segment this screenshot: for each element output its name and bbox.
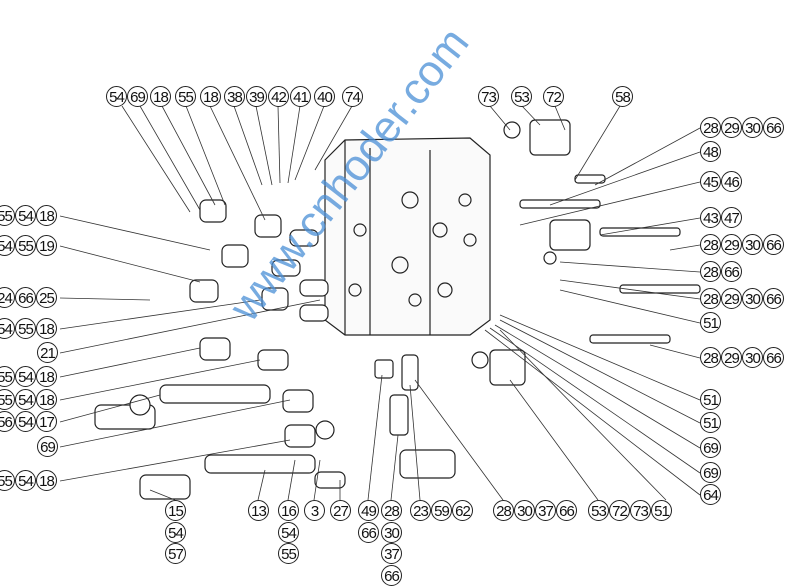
part-callout-41: 41 <box>290 86 311 107</box>
part-callout-23: 23 <box>410 500 431 521</box>
part-callout-25: 25 <box>36 287 57 308</box>
part-callout-27: 27 <box>330 500 351 521</box>
part-callout-62: 62 <box>452 500 473 521</box>
part-callout-72: 72 <box>543 86 564 107</box>
part-callout-30: 30 <box>381 521 402 543</box>
part-callout-54: 54 <box>15 205 36 226</box>
part-callout-43: 43 <box>700 207 721 228</box>
part-callout-37: 37 <box>381 543 402 564</box>
part-callout-29: 29 <box>721 234 742 255</box>
part-callout-28: 28 <box>700 288 721 309</box>
part-callout-54: 54 <box>0 318 15 339</box>
part-callout-54: 54 <box>15 366 36 387</box>
part-callout-54: 54 <box>15 389 36 410</box>
part-callout-69: 69 <box>37 436 58 457</box>
part-callout-16: 16 <box>278 500 299 521</box>
part-callout-18: 18 <box>200 86 221 107</box>
part-callout-55: 55 <box>0 470 15 491</box>
part-callout-55: 55 <box>175 86 196 107</box>
part-callout-49: 49 <box>358 500 379 521</box>
part-callout-30: 30 <box>742 288 763 309</box>
part-callout-29: 29 <box>721 347 742 368</box>
part-callout-28: 28 <box>493 500 514 521</box>
part-callout-66: 66 <box>556 500 577 521</box>
part-callout-66: 66 <box>763 117 784 138</box>
part-callout-29: 29 <box>721 117 742 138</box>
part-callout-37: 37 <box>535 500 556 521</box>
part-callout-38: 38 <box>224 86 245 107</box>
part-callout-17: 17 <box>36 411 57 432</box>
part-callout-18: 18 <box>36 205 57 226</box>
part-callout-55: 55 <box>0 389 15 410</box>
part-callout-53: 53 <box>588 500 609 521</box>
part-callout-21: 21 <box>37 342 58 363</box>
part-callout-15: 15 <box>165 500 186 521</box>
part-callout-51: 51 <box>651 500 672 521</box>
part-callout-30: 30 <box>742 117 763 138</box>
part-callout-66: 66 <box>15 287 36 308</box>
part-callout-47: 47 <box>721 207 742 228</box>
part-callout-28: 28 <box>381 500 402 521</box>
part-callout-29: 29 <box>721 288 742 309</box>
part-callout-30: 30 <box>742 347 763 368</box>
part-callout-55: 55 <box>278 543 299 564</box>
part-callout-28: 28 <box>700 117 721 138</box>
valve-components <box>94 119 701 500</box>
part-callout-13: 13 <box>248 500 269 521</box>
part-callout-18: 18 <box>150 86 171 107</box>
part-callout-40: 40 <box>314 86 335 107</box>
part-callout-54: 54 <box>106 86 127 107</box>
part-callout-28: 28 <box>700 261 721 282</box>
part-callout-69: 69 <box>127 86 148 107</box>
part-callout-18: 18 <box>36 318 57 339</box>
part-callout-54: 54 <box>0 235 15 256</box>
part-callout-28: 28 <box>700 234 721 255</box>
part-callout-74: 74 <box>342 86 363 107</box>
part-callout-54: 54 <box>15 411 36 432</box>
part-callout-18: 18 <box>36 389 57 410</box>
part-callout-28: 28 <box>700 347 721 368</box>
part-callout-55: 55 <box>0 366 15 387</box>
part-callout-72: 72 <box>609 500 630 521</box>
part-callout-69: 69 <box>700 462 721 483</box>
part-callout-30: 30 <box>742 234 763 255</box>
part-callout-48: 48 <box>700 141 721 162</box>
part-callout-39: 39 <box>246 86 267 107</box>
part-callout-59: 59 <box>431 500 452 521</box>
part-callout-56: 56 <box>0 411 15 432</box>
part-callout-19: 19 <box>36 235 57 256</box>
main-valve-body <box>324 137 491 336</box>
part-callout-66: 66 <box>763 288 784 309</box>
part-callout-57: 57 <box>165 543 186 564</box>
part-callout-64: 64 <box>700 484 721 505</box>
part-callout-73: 73 <box>478 86 499 107</box>
part-callout-45: 45 <box>700 171 721 192</box>
part-callout-54: 54 <box>15 470 36 491</box>
part-callout-54: 54 <box>278 521 299 543</box>
part-callout-66: 66 <box>358 521 379 543</box>
part-callout-51: 51 <box>700 389 721 410</box>
leader-lines <box>59 105 701 501</box>
part-callout-51: 51 <box>700 412 721 433</box>
part-callout-46: 46 <box>721 171 742 192</box>
part-callout-66: 66 <box>763 234 784 255</box>
part-callout-55: 55 <box>0 205 15 226</box>
part-callout-73: 73 <box>630 500 651 521</box>
part-callout-58: 58 <box>612 86 633 107</box>
part-callout-51: 51 <box>700 312 721 333</box>
part-callout-66: 66 <box>721 261 742 282</box>
part-callout-54: 54 <box>165 521 186 543</box>
part-callout-24: 24 <box>0 287 15 308</box>
part-callout-30: 30 <box>514 500 535 521</box>
part-callout-18: 18 <box>36 470 57 491</box>
part-callout-53: 53 <box>511 86 532 107</box>
part-callout-66: 66 <box>763 347 784 368</box>
part-callout-55: 55 <box>15 235 36 256</box>
part-callout-18: 18 <box>36 366 57 387</box>
part-callout-3: 3 <box>304 500 325 521</box>
part-callout-66: 66 <box>381 564 402 586</box>
part-callout-69: 69 <box>700 437 721 458</box>
part-callout-42: 42 <box>268 86 289 107</box>
part-callout-55: 55 <box>15 318 36 339</box>
